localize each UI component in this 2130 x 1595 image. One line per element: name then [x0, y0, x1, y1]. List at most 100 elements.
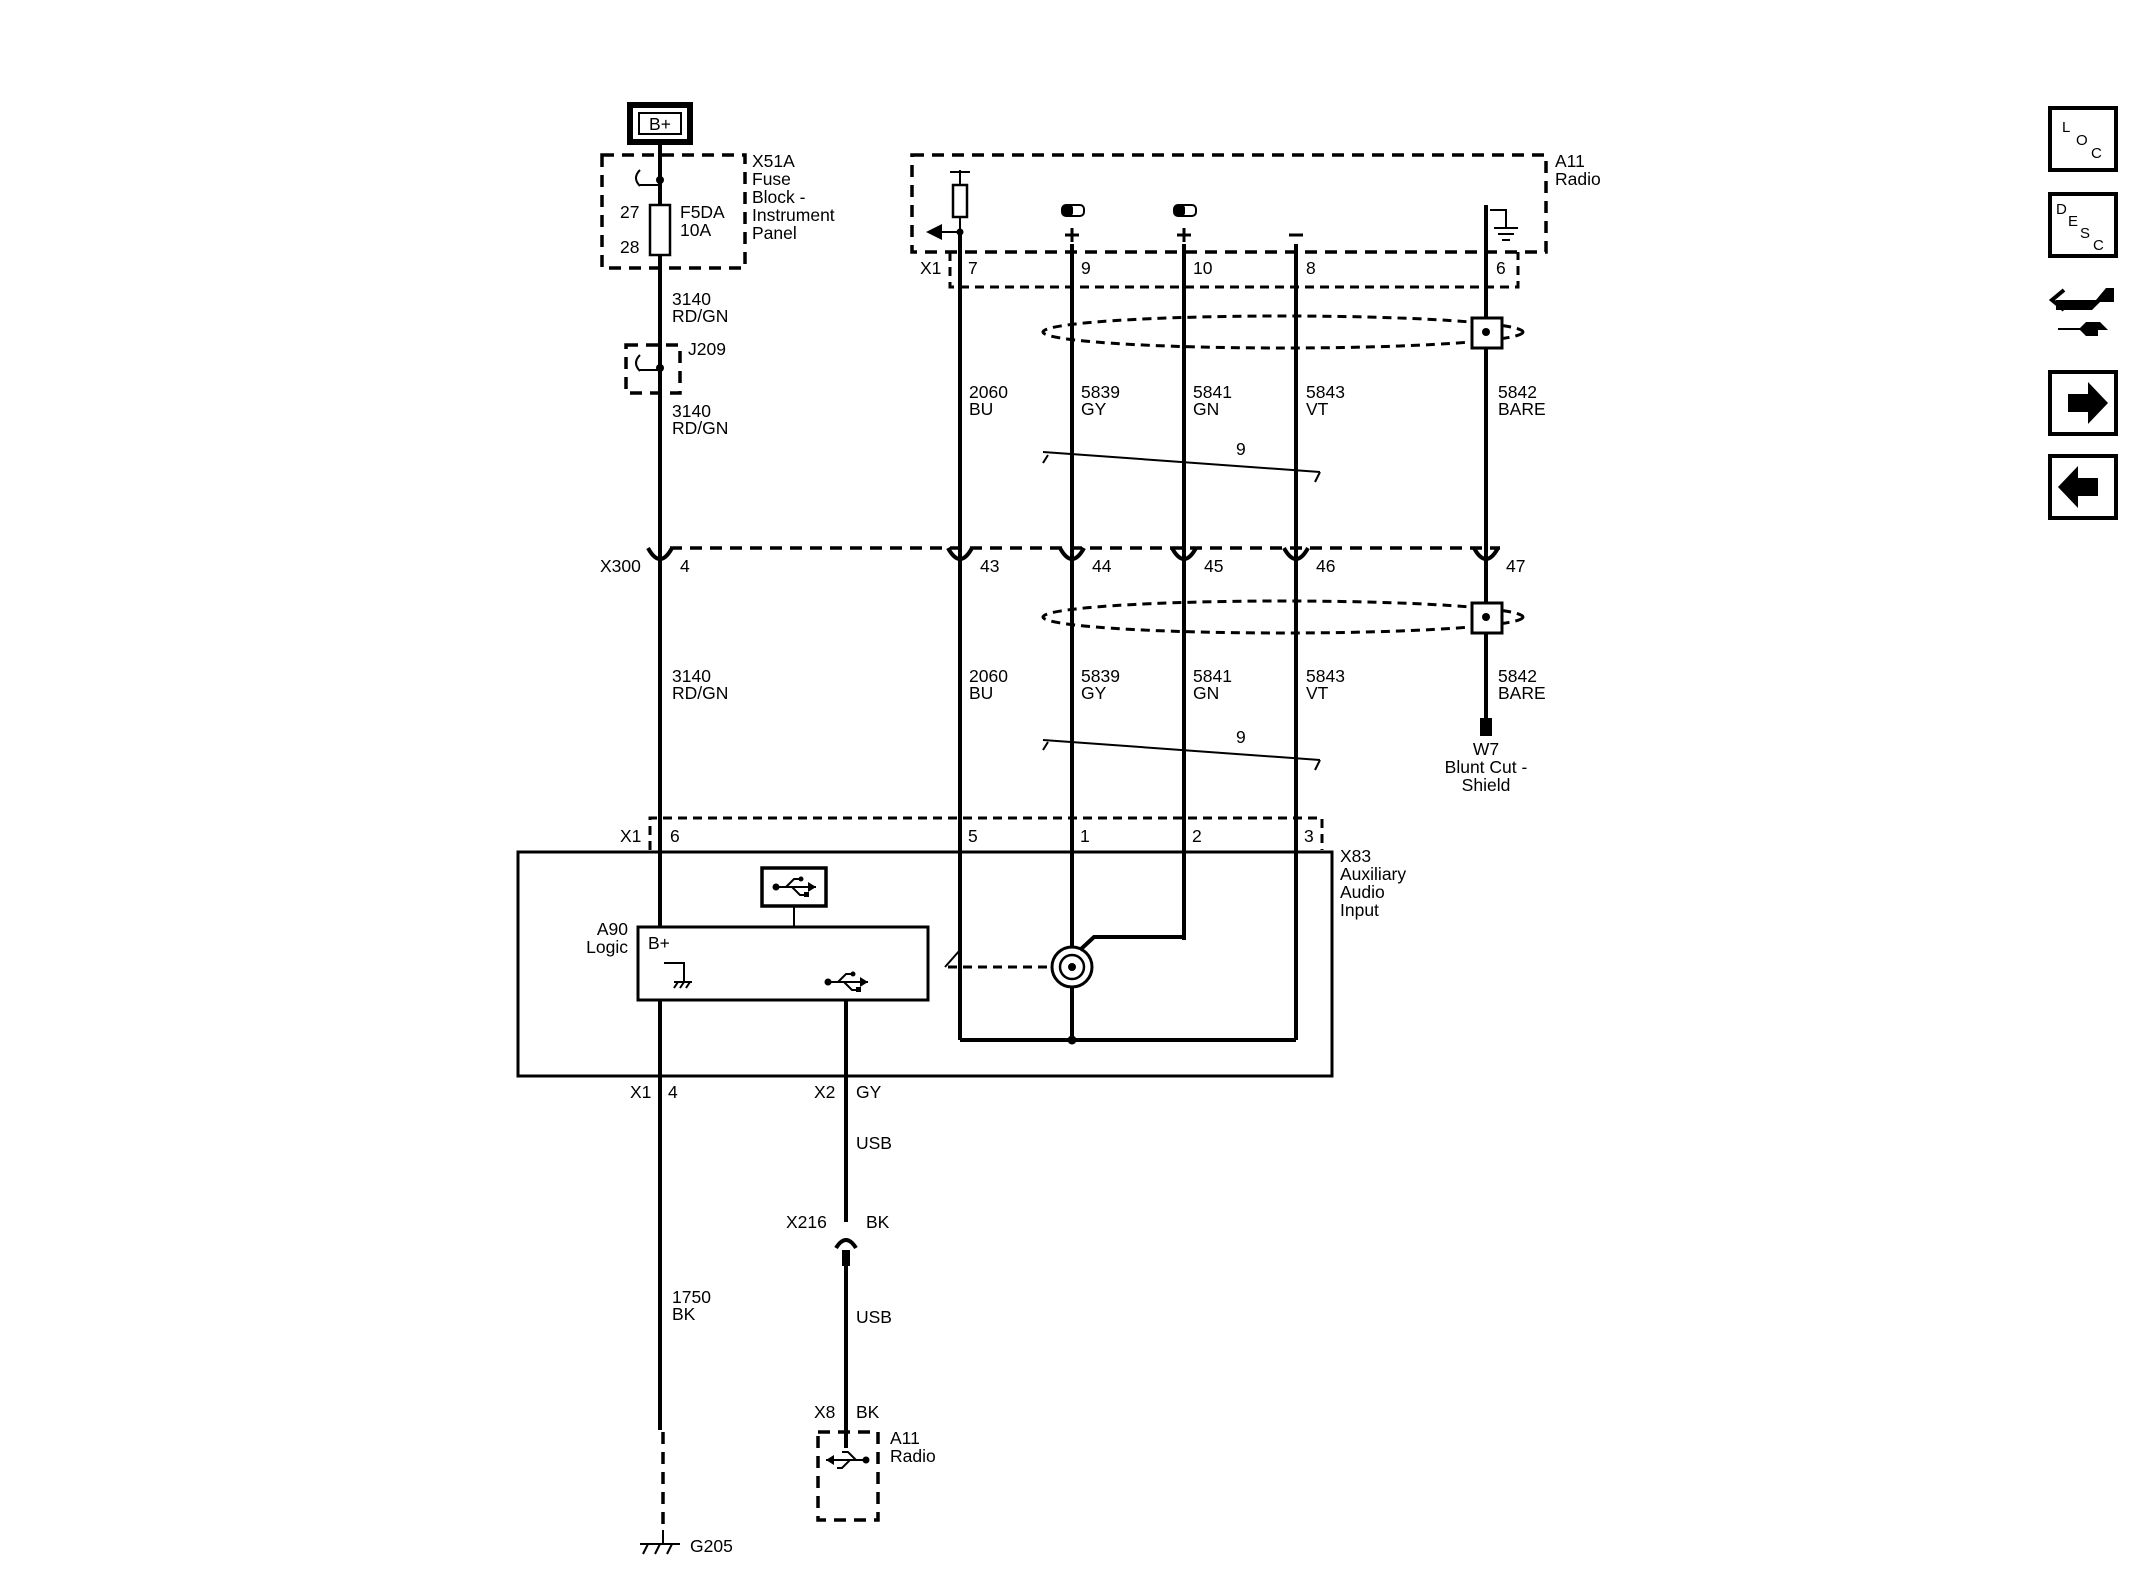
svg-text:L: L: [2062, 119, 2070, 136]
description-button[interactable]: D E S C: [2048, 192, 2118, 258]
location-button[interactable]: L O C: [2048, 106, 2118, 172]
svg-text:44: 44: [1092, 556, 1112, 576]
twist-marker-lower: [1042, 739, 1321, 771]
logic-usb-icon: [824, 971, 868, 992]
wire-3140-color-2: RD/GN: [672, 418, 728, 438]
radio-bottom-label: A11 Radio: [890, 1428, 936, 1466]
radio-usb-icon: [826, 1451, 870, 1469]
radio-signal-plus-symbol: [1061, 204, 1085, 242]
radio-chassis-ground-symbol: [1490, 209, 1518, 241]
x8-color: BK: [856, 1402, 880, 1422]
svg-text:45: 45: [1204, 556, 1223, 576]
svg-text:C: C: [2093, 237, 2104, 254]
svg-text:5841: 5841: [1193, 382, 1232, 402]
radio-x1-pin-labels: 7 9 10 8 6: [968, 258, 1506, 278]
svg-text:Auxiliary: Auxiliary: [1340, 864, 1406, 884]
next-page-button[interactable]: [2048, 370, 2118, 436]
svg-text:5843: 5843: [1306, 382, 1345, 402]
battery-positive-symbol: B+: [627, 102, 693, 145]
svg-text:BARE: BARE: [1498, 399, 1546, 419]
wire-3140-number-2: 3140: [672, 401, 711, 421]
svg-text:2: 2: [1192, 826, 1202, 846]
arrow-right-icon: [2068, 382, 2108, 424]
svg-text:BU: BU: [969, 399, 993, 419]
svg-text:43: 43: [980, 556, 999, 576]
splice-terminal-symbol: [635, 354, 658, 372]
svg-text:BARE: BARE: [1498, 683, 1546, 703]
shield-ellipse-lower: [1041, 599, 1525, 635]
svg-text:8: 8: [1306, 258, 1316, 278]
fuse-pin-in: 27: [620, 202, 639, 222]
svg-text:5: 5: [968, 826, 978, 846]
svg-text:Shield: Shield: [1462, 775, 1511, 795]
fuse-name: F5DA: [680, 202, 725, 222]
aux-x2-label: X2: [814, 1082, 835, 1102]
wire-1750-number: 1750: [672, 1287, 711, 1307]
svg-text:6: 6: [670, 826, 680, 846]
audio-jack-symbol: [944, 935, 1184, 989]
fuse-pin-out: 28: [620, 237, 639, 257]
svg-text:S: S: [2080, 225, 2090, 242]
blunt-cut-end: [1480, 718, 1492, 736]
svg-text:6: 6: [1496, 258, 1506, 278]
svg-text:Panel: Panel: [752, 223, 797, 243]
usb-label-upper: USB: [856, 1133, 892, 1153]
svg-text:3: 3: [1304, 826, 1314, 846]
radio-x1-connector-label: X1: [920, 258, 941, 278]
svg-text:4: 4: [680, 556, 690, 576]
wire-3140-number: 3140: [672, 289, 711, 309]
svg-text:GY: GY: [1081, 399, 1107, 419]
svg-text:X51A: X51A: [752, 151, 795, 171]
svg-text:1: 1: [1080, 826, 1090, 846]
aux-x1-connector-outline: [648, 816, 1324, 850]
svg-text:Logic: Logic: [586, 937, 628, 957]
twist-marker-upper: [1042, 451, 1321, 483]
fuse-block-label: X51A Fuse Block - Instrument Panel: [752, 151, 835, 243]
x300-pin-labels: 4 43 44 45 46 47: [680, 556, 1525, 576]
aux-input-outline: [516, 850, 1334, 1078]
svg-text:W7: W7: [1473, 739, 1499, 759]
splice-j209-outline: [624, 343, 682, 395]
svg-text:7: 7: [968, 258, 978, 278]
svg-text:A11: A11: [1555, 151, 1585, 171]
svg-text:Radio: Radio: [1555, 169, 1601, 189]
previous-page-button[interactable]: [2048, 454, 2118, 520]
radio-bottom-outline: [816, 1430, 880, 1522]
svg-text:BU: BU: [969, 683, 993, 703]
svg-text:Instrument: Instrument: [752, 205, 835, 225]
svg-text:Radio: Radio: [890, 1446, 936, 1466]
svg-text:3140: 3140: [672, 666, 711, 686]
svg-text:9: 9: [1081, 258, 1091, 278]
x8-label: X8: [814, 1402, 835, 1422]
svg-text:GY: GY: [1081, 683, 1107, 703]
usb-label-lower: USB: [856, 1307, 892, 1327]
svg-text:RD/GN: RD/GN: [672, 683, 728, 703]
aux-input-label: X83 Auxiliary Audio Input: [1340, 846, 1406, 920]
svg-text:46: 46: [1316, 556, 1335, 576]
svg-text:A11: A11: [890, 1428, 920, 1448]
svg-text:GN: GN: [1193, 399, 1219, 419]
svg-text:5842: 5842: [1498, 382, 1537, 402]
svg-text:5839: 5839: [1081, 666, 1120, 686]
svg-text:5839: 5839: [1081, 382, 1120, 402]
svg-text:2060: 2060: [969, 666, 1008, 686]
aux-x1-connector-label: X1: [620, 826, 641, 846]
radio-signal-plus-symbol-2: [1173, 204, 1197, 242]
svg-text:VT: VT: [1306, 399, 1329, 419]
svg-text:E: E: [2068, 213, 2078, 230]
connector-info-icon[interactable]: [2048, 288, 2114, 336]
x216-connector-symbol: [834, 1238, 858, 1266]
ground-g205-label: G205: [690, 1536, 733, 1556]
svg-text:2060: 2060: [969, 382, 1008, 402]
x300-label: X300: [600, 556, 641, 576]
svg-text:5843: 5843: [1306, 666, 1345, 686]
svg-text:X83: X83: [1340, 846, 1371, 866]
aux-lower-x1-label: X1: [630, 1082, 651, 1102]
twist-count-lower: 9: [1236, 727, 1246, 747]
splice-j209-label: J209: [688, 339, 726, 359]
fuse-rating: 10A: [680, 220, 711, 240]
x216-label: X216: [786, 1212, 827, 1232]
svg-text:Audio: Audio: [1340, 882, 1385, 902]
